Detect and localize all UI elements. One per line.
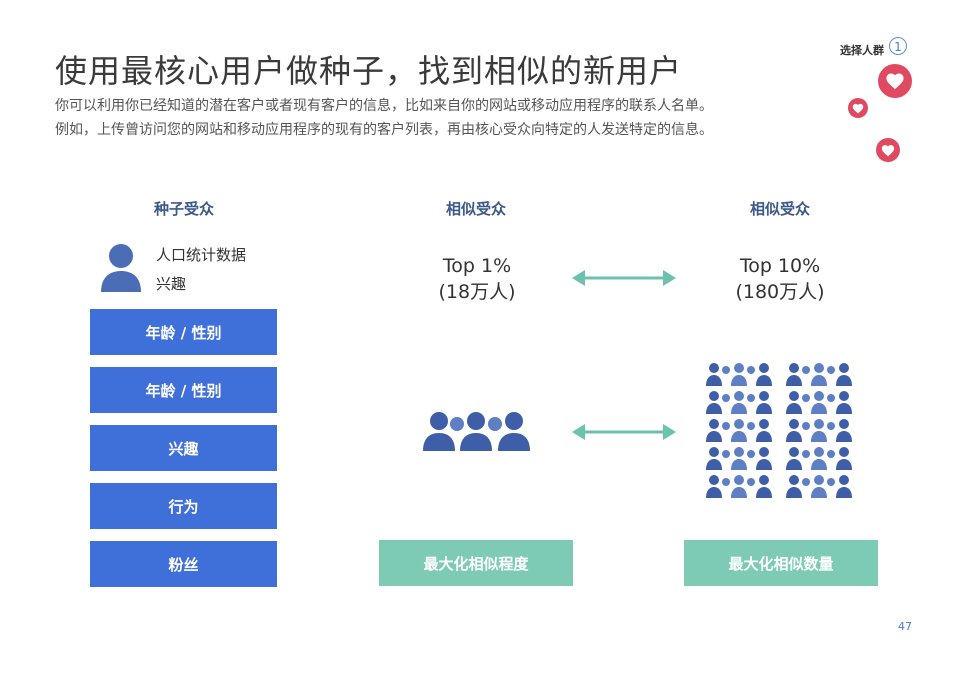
description-line-2: 例如，上传曾访问您的网站和移动应用程序的现有的客户列表，再由核心受众向特定的人发… [55,122,713,138]
top-10-percent-count: (180万人) [735,281,825,303]
page-title: 使用最核心用户做种子，找到相似的新用户 [55,52,683,90]
seed-box-age-gender: 年龄 / 性别 [90,367,277,413]
person-group-small-icon [420,410,532,456]
top-10-percent-value: Top 10% [739,255,821,277]
step-number-badge: 1 [889,37,907,55]
description-line-1: 你可以利用你已经知道的潜在客户或者现有客户的信息，比如来自你的网站或移动应用程序… [55,98,713,114]
heart-icon [878,64,912,98]
double-arrow-icon [572,268,676,292]
seed-box-interest: 兴趣 [90,425,277,471]
heart-icon [876,138,900,162]
seed-box-behavior: 行为 [90,483,277,529]
top-1-percent-value: Top 1% [442,255,512,277]
maximize-quantity-button[interactable]: 最大化相似数量 [684,540,878,586]
seed-attribute-interest: 兴趣 [156,275,187,293]
seed-audience-heading: 种子受众 [153,200,214,218]
double-arrow-icon [572,422,676,446]
person-crowd-large-icon [706,362,862,508]
seed-attribute-demographics: 人口统计数据 [156,246,247,264]
top-10-percent-label: Top 10% (180万人) [700,253,860,305]
page-number: 47 [898,620,912,633]
person-icon [100,243,142,297]
maximize-similarity-button[interactable]: 最大化相似程度 [379,540,573,586]
seed-box-age-gender: 年龄 / 性别 [90,309,277,355]
similar-audience-heading: 相似受众 [749,200,810,218]
top-1-percent-label: Top 1% (18万人) [397,253,557,305]
heart-icon [848,98,868,118]
select-audience-label: 选择人群 [840,44,884,57]
seed-box-fans: 粉丝 [90,541,277,587]
similar-audience-heading: 相似受众 [445,200,506,218]
top-1-percent-count: (18万人) [438,281,516,303]
